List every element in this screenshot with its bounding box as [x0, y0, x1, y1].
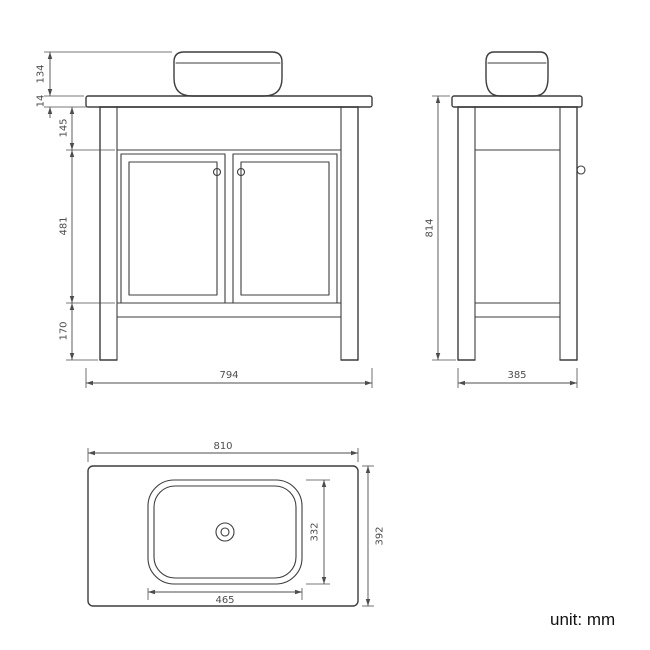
- front-left-door-knob: [212, 167, 222, 177]
- front-right-door-panel: [240, 161, 330, 296]
- top-drain-inner: [220, 527, 230, 537]
- front-countertop: [85, 95, 373, 108]
- unit-note: unit: mm: [550, 610, 615, 629]
- top-countertop-outline: [87, 465, 359, 607]
- front-cabinet-frame: [99, 106, 359, 361]
- side-view: 814 385: [425, 51, 586, 388]
- dim-label-overall-height: 814: [425, 218, 436, 237]
- side-door-knob: [576, 165, 586, 175]
- front-right-door-knob: [236, 167, 246, 177]
- front-left-door[interactable]: [120, 153, 226, 304]
- top-drain-outer: [215, 522, 235, 542]
- side-countertop: [451, 95, 583, 108]
- front-sink-body: [173, 51, 283, 97]
- top-dimensions: 810 332 392 465: [87, 441, 386, 607]
- dim-label-overall-width: 794: [219, 370, 238, 381]
- front-left-door-frame: [120, 153, 226, 304]
- top-basin-inner-rim: [153, 485, 297, 579]
- side-vessel-sink: [485, 51, 549, 97]
- dim-label-countertop-width: 810: [213, 441, 232, 452]
- front-right-door[interactable]: [232, 153, 338, 304]
- dim-label-overall-depth: 385: [507, 370, 526, 381]
- top-view: 810 332 392 465: [87, 441, 386, 607]
- dim-label-basin-height: 134: [36, 64, 47, 83]
- side-dimensions: 814 385: [425, 95, 578, 388]
- side-sink-body: [485, 51, 549, 97]
- dim-label-countertop-depth: 392: [375, 526, 386, 545]
- dim-label-backing: [206, 594, 244, 605]
- dim-label-basin-width: 465: [215, 595, 234, 606]
- dim-label-door-height: 481: [59, 216, 70, 235]
- front-right-door-frame: [232, 153, 338, 304]
- dim-label-countertop-thickness: 14: [36, 95, 47, 108]
- dim-label-leg-height: 170: [59, 321, 70, 340]
- top-basin: [147, 479, 303, 585]
- front-dimensions: 134 14 145 481 170 794: [36, 51, 373, 388]
- top-basin-outer-rim: [147, 479, 303, 585]
- side-cabinet-frame: [457, 106, 578, 361]
- front-left-door-panel: [128, 161, 218, 296]
- front-view: 134 14 145 481 170 794: [36, 51, 373, 388]
- front-vessel-sink: [173, 51, 283, 97]
- dim-label-apron-height: 145: [59, 118, 70, 137]
- dim-label-basin-depth: 332: [310, 522, 321, 541]
